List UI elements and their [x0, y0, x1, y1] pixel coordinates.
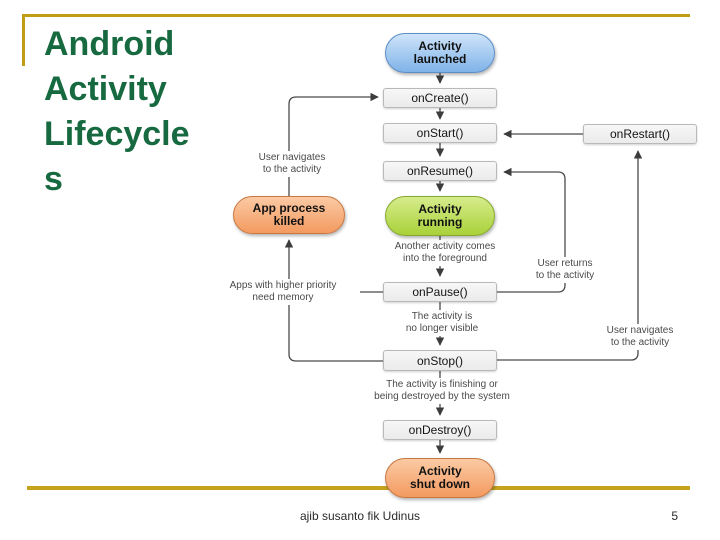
label-user-navigates-right: User navigates to the activity — [591, 324, 689, 350]
footer-text: ajib susanto fik Udinus — [299, 509, 421, 523]
label-user-returns: User returns to the activity — [517, 257, 613, 283]
node-activity-shut-down: Activity shut down — [385, 458, 495, 498]
node-onstart: onStart() — [383, 123, 497, 143]
label-activity-finishing: The activity is finishing or being destr… — [352, 378, 532, 404]
node-onrestart: onRestart() — [583, 124, 697, 144]
label-user-navigates-left: User navigates to the activity — [240, 151, 344, 177]
node-onresume: onResume() — [383, 161, 497, 181]
label-apps-priority: Apps with higher priority need memory — [206, 279, 360, 305]
node-onstop: onStop() — [383, 350, 497, 371]
node-activity-launched: Activity launched — [385, 33, 495, 73]
label-another-activity: Another activity comes into the foregrou… — [373, 240, 517, 266]
node-activity-running: Activity running — [385, 196, 495, 236]
left-gold-bracket — [22, 14, 25, 66]
page-number: 5 — [671, 509, 678, 523]
slide-title: Android Activity Lifecycle s — [44, 25, 190, 198]
node-app-process-killed: App process killed — [233, 196, 345, 234]
node-ondestroy: onDestroy() — [383, 420, 497, 440]
top-gold-rule — [22, 14, 690, 17]
node-oncreate: onCreate() — [383, 88, 497, 108]
label-no-longer-visible: The activity is no longer visible — [388, 310, 496, 336]
node-onpause: onPause() — [383, 282, 497, 302]
bottom-gold-rule — [27, 486, 690, 490]
